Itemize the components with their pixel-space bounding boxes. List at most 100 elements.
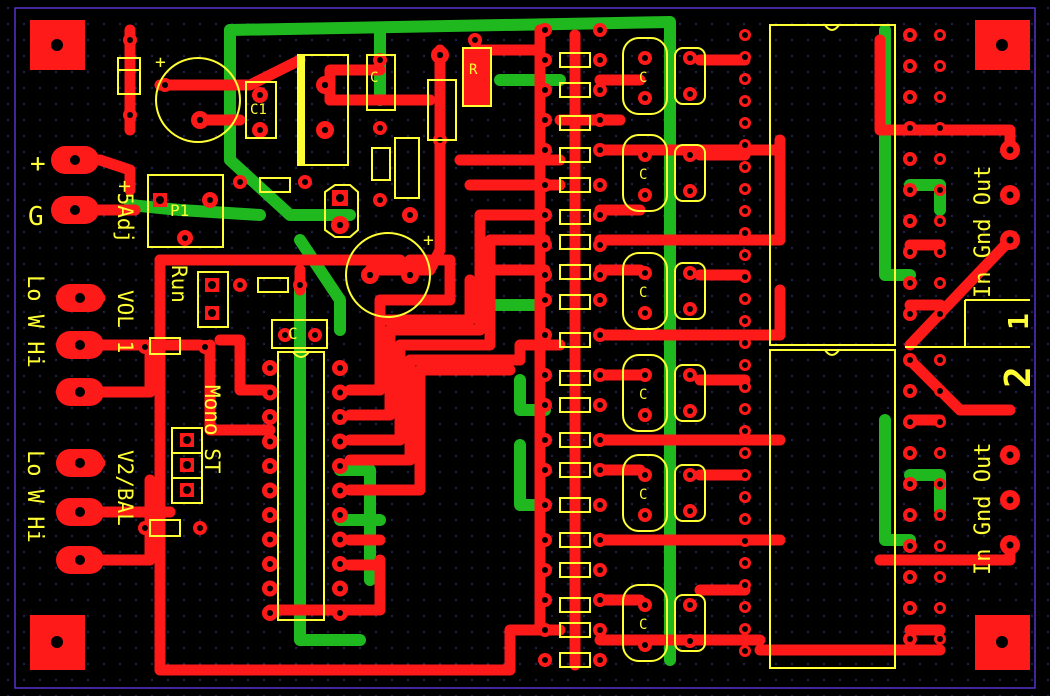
drill-hole <box>312 332 318 338</box>
drill-hole <box>377 125 383 131</box>
drill-hole <box>542 27 548 33</box>
drill-hole <box>542 437 548 443</box>
capacitor-label-3: C <box>639 387 647 403</box>
drill-hole <box>282 332 288 338</box>
drill-hole <box>597 332 603 338</box>
drill-hole <box>742 142 748 148</box>
drill-hole <box>907 32 913 38</box>
smd-component-8 <box>559 294 591 310</box>
drill-hole <box>75 555 85 565</box>
drill-hole <box>937 357 943 363</box>
drill-hole <box>642 192 648 198</box>
drill-hole <box>597 57 603 63</box>
drill-hole <box>907 156 913 162</box>
drill-hole <box>542 567 548 573</box>
drill-hole <box>183 436 191 444</box>
drill-hole <box>542 297 548 303</box>
drill-hole <box>742 494 748 500</box>
drill-hole <box>937 218 943 224</box>
capacitor-outline-b-1 <box>674 144 706 202</box>
smd-component-13 <box>559 462 591 478</box>
c-top-label: C <box>370 70 378 86</box>
drill-hole <box>267 536 273 543</box>
drill-hole <box>907 280 913 286</box>
drill-hole <box>237 282 243 288</box>
drill-hole <box>542 212 548 218</box>
drill-hole <box>542 332 548 338</box>
drill-hole <box>1006 191 1014 199</box>
p1-label: P1 <box>170 201 189 220</box>
capacitor-outline-2 <box>622 252 668 330</box>
smd-component-2 <box>559 115 591 131</box>
drill-hole <box>742 604 748 610</box>
drill-hole <box>742 384 748 390</box>
drill-hole <box>162 82 168 88</box>
smd-component-7 <box>559 264 591 280</box>
drill-hole <box>742 32 748 38</box>
drill-hole <box>267 414 273 420</box>
cap-plus-1: + <box>155 52 166 73</box>
drill-hole <box>597 502 603 508</box>
drill-hole <box>742 274 748 280</box>
drill-hole <box>336 221 344 229</box>
lo-w-hi-label-2: Lo W Hi <box>22 450 47 543</box>
capacitor-outline-b-4 <box>674 464 706 522</box>
drill-hole <box>1006 236 1014 244</box>
drill-hole <box>687 270 693 276</box>
drill-hole <box>267 438 273 445</box>
drill-hole <box>337 610 343 616</box>
drill-hole <box>687 306 693 312</box>
drill-hole <box>75 458 85 468</box>
drill-hole <box>542 272 548 278</box>
r-top-label: R <box>469 62 478 78</box>
capacitor-label-5: C <box>639 617 647 633</box>
drill-hole <box>337 536 343 543</box>
drill-hole <box>907 481 913 487</box>
drill-hole <box>907 419 913 425</box>
drill-hole <box>742 648 748 654</box>
drill-hole <box>202 344 208 350</box>
drill-hole <box>642 152 648 158</box>
drill-hole <box>907 543 913 549</box>
plus-label: + <box>30 149 46 179</box>
drill-hole <box>542 657 548 663</box>
drill-hole <box>542 597 548 603</box>
capacitor-outline-0 <box>622 37 668 115</box>
drill-hole <box>267 561 273 567</box>
drill-hole <box>597 87 603 93</box>
drill-hole <box>542 502 548 508</box>
vol1-label: VOL 1 <box>113 290 137 353</box>
drill-hole <box>642 412 648 418</box>
capacitor-label-2: C <box>639 285 647 301</box>
drill-hole <box>337 414 343 420</box>
drill-hole <box>687 472 693 478</box>
drill-hole <box>75 507 85 517</box>
drill-hole <box>597 627 603 633</box>
drill-hole <box>197 525 203 531</box>
drill-hole <box>267 463 273 469</box>
drill-hole <box>436 51 444 59</box>
channel-2-label: 2 <box>998 366 1039 388</box>
drill-hole <box>542 537 548 543</box>
capacitor-outline-b-2 <box>674 262 706 320</box>
drill-hole <box>937 156 943 162</box>
drill-hole <box>742 208 748 214</box>
drill-hole <box>542 57 548 63</box>
capacitor-label-1: C <box>639 167 647 183</box>
drill-hole <box>742 626 748 632</box>
drill-hole <box>597 117 603 123</box>
cap-plus-2: + <box>423 230 434 251</box>
drill-hole <box>937 636 943 642</box>
drill-hole <box>75 340 85 350</box>
drill-hole <box>297 282 303 288</box>
smd-component-3 <box>559 147 591 163</box>
smd-component-0 <box>559 52 591 68</box>
drill-hole <box>907 311 913 317</box>
drill-hole <box>937 187 943 193</box>
drill-hole <box>337 487 343 494</box>
drill-hole <box>267 512 273 518</box>
drill-hole <box>907 187 913 193</box>
smd-component-5 <box>559 209 591 225</box>
capacitor-outline-4 <box>622 454 668 532</box>
drill-hole <box>337 389 343 396</box>
